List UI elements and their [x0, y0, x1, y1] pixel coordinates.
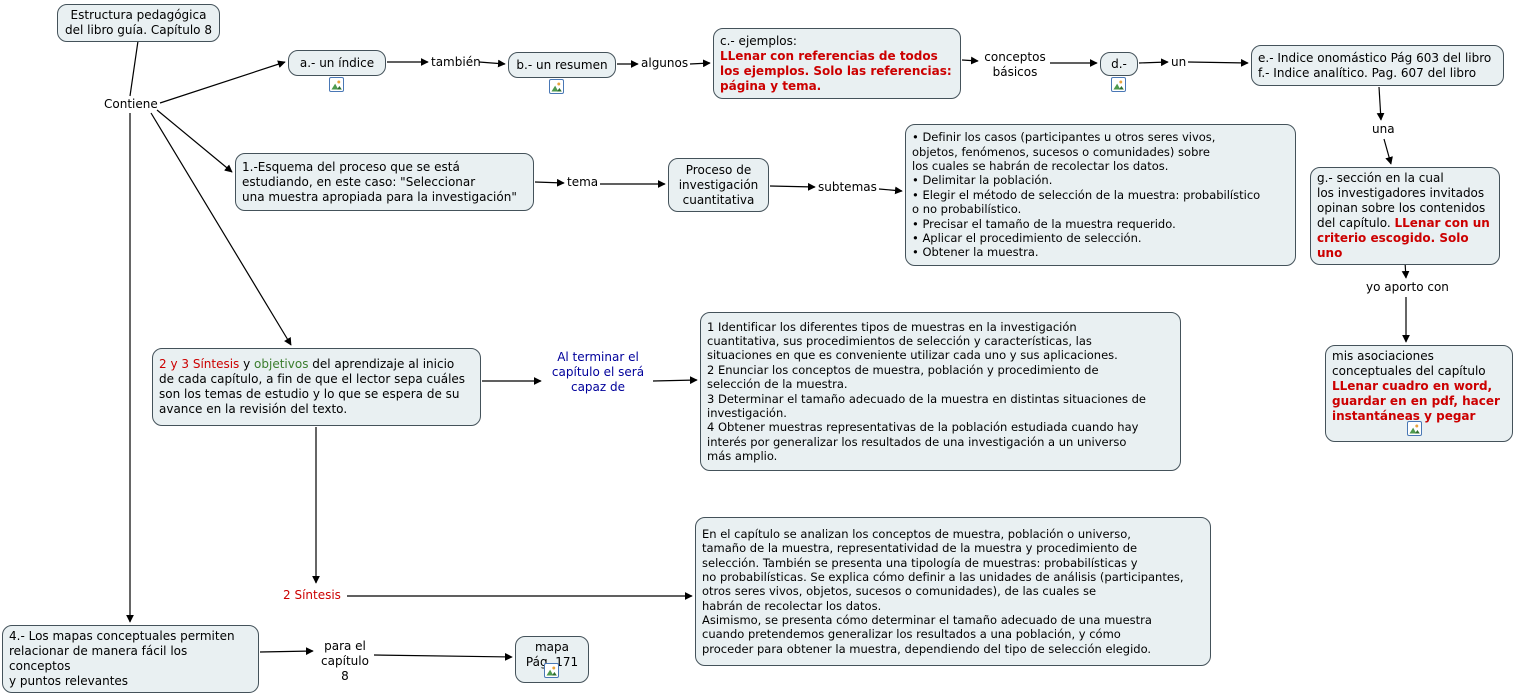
concept-indices-ef-text: e.- Indice onomástico Pág 603 del libro …	[1258, 50, 1492, 80]
concept-proceso-investigacion-text: Proceso de investigación cuantitativa	[678, 162, 759, 207]
node-text: a.- un índice	[295, 56, 379, 71]
concept-esquema-proceso-text: 1.-Esquema del proceso que se está estud…	[242, 159, 517, 204]
concept-mis-asociaciones-instruccion: LLenar cuadro en word, guardar en en pdf…	[1332, 379, 1500, 423]
node-text: 4.- Los mapas conceptuales permiten rela…	[9, 629, 252, 689]
concept-mapas-conceptuales[interactable]: 4.- Los mapas conceptuales permiten rela…	[2, 625, 259, 693]
concept-seccion-text: g.- sección en la cual los investigadore…	[1317, 171, 1486, 230]
node-text: Proceso de investigación cuantitativa	[675, 163, 762, 208]
node-text: mapa Pág. 171	[522, 640, 582, 670]
connector	[478, 59, 506, 68]
connector	[156, 109, 233, 173]
connector	[259, 647, 314, 656]
concept-seccion-instruccion: LLenar con un criterio escogido. Solo un…	[1317, 216, 1490, 260]
sintesis-objetivos-num: 2 y 3	[159, 357, 189, 371]
link-al-terminar-capitulo[interactable]: Al terminar el capítulo el será capaz de	[551, 350, 645, 394]
connector	[159, 60, 286, 104]
link-para-el-capitulo-8[interactable]: para el capítulo 8	[321, 639, 369, 683]
concept-ejemplos-intro: c.- ejemplos:	[720, 33, 797, 48]
node-text: Estructura pedagógica del libro guía. Ca…	[64, 8, 213, 38]
node-text: mis asociaciones conceptuales del capítu…	[1332, 349, 1506, 424]
node-text: 1.-Esquema del proceso que se está estud…	[242, 160, 527, 205]
node-text: e.- Indice onomástico Pág 603 del libro …	[1258, 51, 1497, 81]
connector	[1187, 58, 1249, 67]
node-text: 2 y 3 Síntesis y objetivos del aprendiza…	[159, 357, 474, 417]
connector	[129, 40, 139, 97]
link-un[interactable]: un	[1171, 55, 1187, 69]
connector	[689, 59, 711, 68]
node-text: b.- un resumen	[515, 58, 609, 73]
connector	[652, 376, 698, 385]
sintesis-objetivos-objetivos: objetivos	[254, 357, 309, 371]
concept-mis-asociaciones[interactable]: mis asociaciones conceptuales del capítu…	[1325, 345, 1513, 442]
concept-pasos-muestra[interactable]: • Definir los casos (participantes u otr…	[905, 124, 1296, 266]
image-resource-icon[interactable]	[1111, 77, 1126, 92]
link-yo-aporto-con[interactable]: yo aporto con	[1366, 280, 1449, 294]
image-resource-icon[interactable]	[1407, 421, 1422, 436]
concept-un-resumen-text: b.- un resumen	[516, 57, 608, 72]
concept-d-text: d.-	[1111, 56, 1127, 71]
link-2-sintesis[interactable]: 2 Síntesis	[283, 588, 341, 602]
concept-mapa-pagina-text: mapa Pág. 171	[525, 640, 579, 669]
concept-d[interactable]: d.-	[1100, 52, 1138, 76]
connector	[1138, 58, 1169, 67]
concept-objetivos-aprendizaje-text: 1 Identificar los diferentes tipos de mu…	[707, 319, 1147, 463]
sintesis-objetivos-sintesis: Síntesis	[192, 357, 240, 371]
link-contiene[interactable]: Contiene	[104, 97, 158, 111]
concept-estructura-pedagogica-text: Estructura pedagógica del libro guía. Ca…	[65, 8, 212, 37]
concept-proceso-investigacion[interactable]: Proceso de investigación cuantitativa	[668, 158, 769, 212]
link-conceptos-basicos[interactable]: conceptos básicos	[984, 50, 1046, 79]
connector	[373, 652, 513, 661]
concept-mis-asociaciones-text: mis asociaciones conceptuales del capítu…	[1332, 349, 1486, 378]
concept-un-indice[interactable]: a.- un índice	[288, 50, 386, 76]
concept-esquema-proceso[interactable]: 1.-Esquema del proceso que se está estud…	[235, 153, 534, 211]
concept-estructura-pedagogica[interactable]: Estructura pedagógica del libro guía. Ca…	[57, 4, 220, 42]
sintesis-objetivos-y: y	[239, 357, 255, 371]
concept-seccion-investigadores[interactable]: g.- sección en la cual los investigadore…	[1310, 167, 1500, 265]
connector	[534, 178, 565, 187]
link-tambien[interactable]: también	[431, 55, 481, 69]
concept-objetivos-aprendizaje[interactable]: 1 Identificar los diferentes tipos de mu…	[700, 312, 1181, 471]
image-resource-icon[interactable]	[544, 663, 559, 678]
concept-ejemplos-instruccion: LLenar con referencias de todos los ejem…	[720, 48, 952, 93]
image-glyph	[551, 81, 562, 92]
connector	[961, 56, 979, 65]
sintesis-objetivos-rest: del aprendizaje al inicio de cada capítu…	[159, 357, 466, 416]
connector	[1376, 86, 1385, 121]
image-glyph	[1409, 423, 1420, 434]
concept-un-indice-text: a.- un índice	[299, 55, 375, 70]
concept-sintesis-capitulo[interactable]: En el capítulo se analizan los conceptos…	[695, 517, 1211, 666]
concept-ejemplos[interactable]: c.- ejemplos: LLenar con referencias de …	[713, 28, 961, 99]
link-subtemas[interactable]: subtemas	[818, 180, 877, 194]
link-una[interactable]: una	[1372, 122, 1395, 136]
connector	[150, 112, 292, 346]
node-text: g.- sección en la cual los investigadore…	[1317, 171, 1493, 261]
connector	[1383, 138, 1393, 165]
connector	[769, 182, 816, 191]
node-text: d.-	[1107, 57, 1131, 72]
node-text: 1 Identificar los diferentes tipos de mu…	[707, 320, 1174, 464]
concept-un-resumen[interactable]: b.- un resumen	[508, 52, 616, 78]
image-glyph	[1113, 79, 1124, 90]
concept-pasos-muestra-text: • Definir los casos (participantes u otr…	[912, 130, 1261, 260]
node-text: En el capítulo se analizan los conceptos…	[702, 527, 1204, 656]
link-algunos[interactable]: algunos	[641, 56, 689, 70]
link-tema[interactable]: tema	[567, 175, 599, 189]
node-text: • Definir los casos (participantes u otr…	[912, 130, 1289, 259]
image-glyph	[331, 79, 342, 90]
node-text: c.- ejemplos: LLenar con referencias de …	[720, 34, 954, 94]
concept-sintesis-capitulo-text: En el capítulo se analizan los conceptos…	[702, 526, 1184, 656]
connector	[878, 186, 903, 195]
image-resource-icon[interactable]	[329, 77, 344, 92]
concept-sintesis-objetivos[interactable]: 2 y 3 Síntesis y objetivos del aprendiza…	[152, 348, 481, 426]
image-glyph	[546, 665, 557, 676]
image-resource-icon[interactable]	[549, 79, 564, 94]
concept-indices-ef[interactable]: e.- Indice onomástico Pág 603 del libro …	[1251, 45, 1504, 86]
concept-mapas-conceptuales-text: 4.- Los mapas conceptuales permiten rela…	[9, 629, 235, 688]
